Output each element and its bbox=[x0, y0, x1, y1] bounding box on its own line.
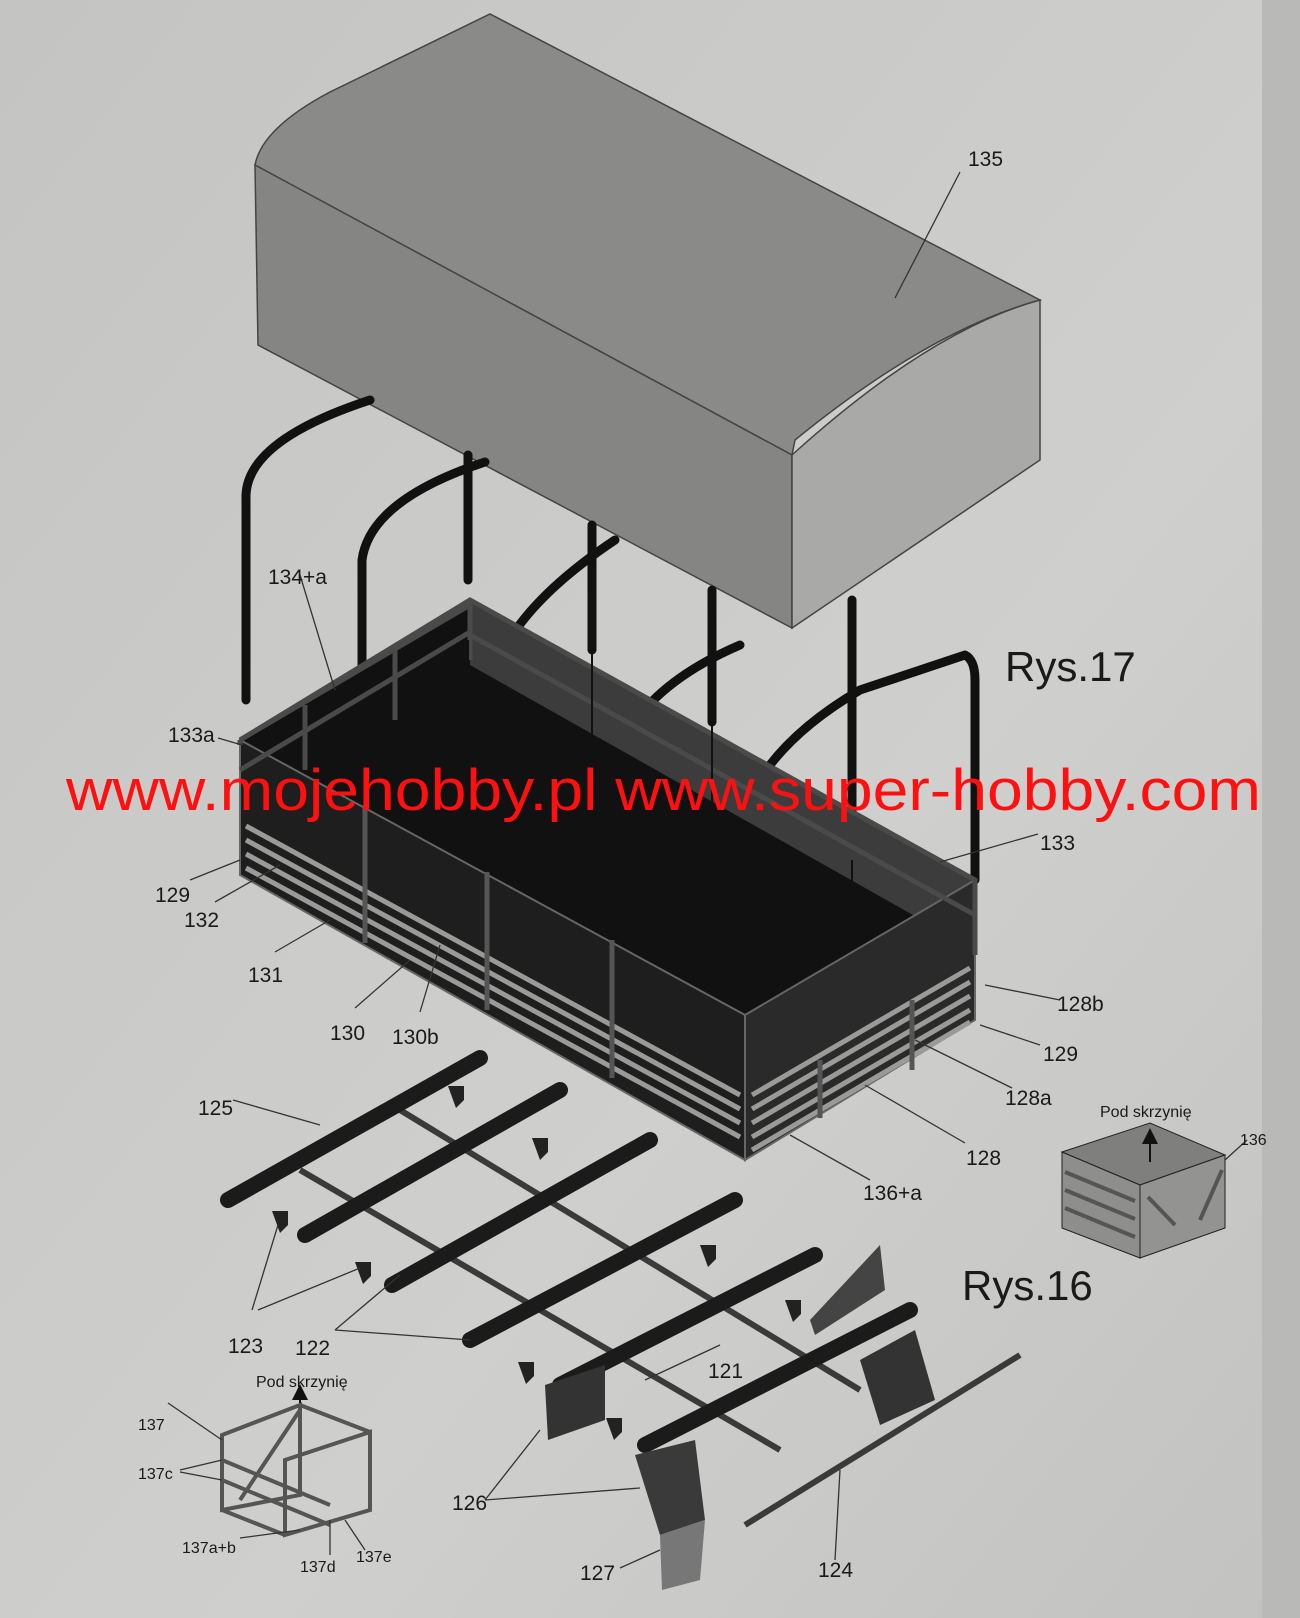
label-125: 125 bbox=[198, 1097, 233, 1120]
label-122: 122 bbox=[295, 1337, 330, 1360]
note-pod-skrzynie-box: Pod skrzynię bbox=[1100, 1104, 1192, 1121]
note-pod-skrzynie-frame: Pod skrzynię bbox=[256, 1374, 348, 1391]
label-137c: 137c bbox=[138, 1466, 173, 1483]
label-133a: 133a bbox=[168, 724, 215, 747]
placement-arrows bbox=[460, 640, 860, 934]
page-edge bbox=[1262, 0, 1300, 1618]
watermark-text: www.mojehobby.pl www.super-hobby.com bbox=[65, 758, 1261, 823]
label-128: 128 bbox=[966, 1147, 1001, 1170]
label-137e: 137e bbox=[356, 1549, 392, 1566]
label-128a: 128a bbox=[1005, 1087, 1052, 1110]
label-136: 136 bbox=[1240, 1132, 1267, 1149]
label-121: 121 bbox=[708, 1360, 743, 1383]
label-130b: 130b bbox=[392, 1026, 439, 1049]
label-126: 126 bbox=[452, 1492, 487, 1515]
label-137d: 137d bbox=[300, 1559, 336, 1576]
label-129-right: 129 bbox=[1043, 1043, 1078, 1066]
label-137: 137 bbox=[138, 1417, 165, 1434]
leader-lines bbox=[167, 171, 1248, 1569]
box-136-diagram bbox=[1060, 1122, 1227, 1259]
label-133: 133 bbox=[1040, 832, 1075, 855]
canopy-bows bbox=[241, 395, 980, 885]
label-129-left: 129 bbox=[155, 884, 190, 907]
figure-title-rys17: Rys.17 bbox=[1005, 643, 1136, 690]
label-127: 127 bbox=[580, 1562, 615, 1585]
label-123: 123 bbox=[228, 1335, 263, 1358]
canopy-tarpaulin bbox=[254, 13, 1043, 630]
frame-137-diagram bbox=[220, 1384, 372, 1538]
label-131: 131 bbox=[248, 964, 283, 987]
label-134a: 134+a bbox=[268, 566, 327, 589]
label-130: 130 bbox=[330, 1022, 365, 1045]
label-137ab: 137a+b bbox=[182, 1540, 236, 1557]
label-136a: 136+a bbox=[863, 1182, 922, 1205]
label-124: 124 bbox=[818, 1559, 853, 1582]
label-132: 132 bbox=[184, 909, 219, 932]
chassis-frame bbox=[220, 1050, 1022, 1590]
figure-title-rys16: Rys.16 bbox=[962, 1262, 1093, 1309]
label-135: 135 bbox=[968, 148, 1003, 171]
label-128b: 128b bbox=[1057, 993, 1104, 1016]
